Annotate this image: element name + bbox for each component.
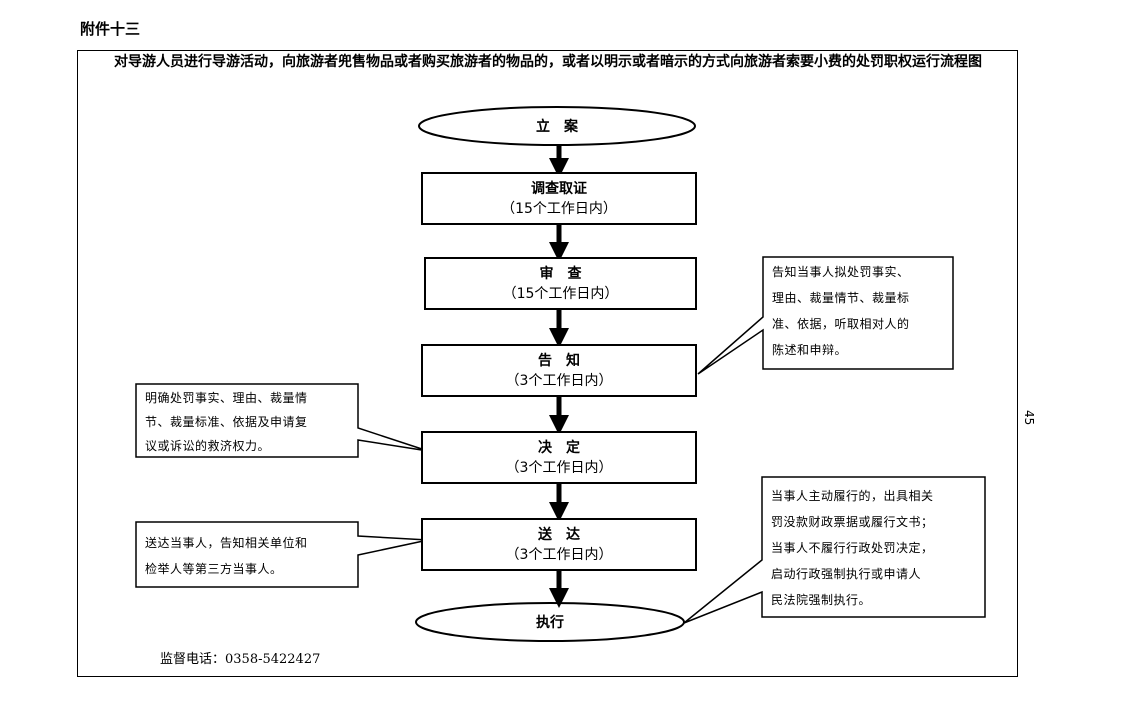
step-review: 审 查 （15个工作日内）	[424, 257, 697, 310]
step-notice-duration: （3个工作日内）	[505, 372, 613, 389]
supervision-phone: 监督电话：0358-5422427	[160, 652, 321, 667]
diagram-frame	[77, 50, 1018, 677]
callout-execution-line: 当事人不履行行政处罚决定，	[771, 541, 934, 555]
step-notice: 告 知 （3个工作日内）	[421, 344, 697, 397]
callout-execution-line: 当事人主动履行的，出具相关	[771, 489, 934, 503]
diagram-title: 对导游人员进行导游活动，向旅游者兜售物品或者购买旅游者的物品的，或者以明示或者暗…	[114, 54, 982, 70]
callout-decision-line: 明确处罚事实、理由、裁量情	[145, 391, 308, 405]
step-decision-duration: （3个工作日内）	[505, 459, 613, 476]
step-decision: 决 定 （3个工作日内）	[421, 431, 697, 484]
callout-delivery-shape	[135, 521, 429, 588]
callout-decision-line: 议或诉讼的救济权力。	[145, 439, 271, 453]
callout-execution-line: 启动行政强制执行或申请人	[771, 567, 922, 581]
callout-delivery-line: 送达当事人，告知相关单位和	[145, 536, 308, 550]
step-review-duration: （15个工作日内）	[502, 285, 619, 302]
step-investigate-name: 调查取证	[531, 180, 587, 197]
step-investigate-duration: （15个工作日内）	[501, 200, 617, 217]
callout-notice-line: 告知当事人拟处罚事实、	[772, 265, 910, 279]
callout-delivery-text: 送达当事人，告知相关单位和 检举人等第三方当事人。	[145, 530, 308, 582]
step-delivery: 送 达 （3个工作日内）	[421, 518, 697, 571]
callout-decision-shape	[135, 383, 429, 458]
end-label: 执行	[536, 615, 564, 631]
attachment-label: 附件十三	[80, 20, 141, 38]
step-investigate: 调查取证 （15个工作日内）	[421, 172, 697, 225]
callout-notice-line: 陈述和申辩。	[772, 343, 848, 357]
callout-notice-shape	[697, 256, 954, 375]
callout-execution-line: 民法院强制执行。	[771, 593, 872, 607]
callout-notice-text: 告知当事人拟处罚事实、 理由、裁量情节、裁量标 准、依据，听取相对人的 陈述和申…	[772, 259, 910, 363]
callout-delivery-line: 检举人等第三方当事人。	[145, 562, 283, 576]
step-delivery-duration: （3个工作日内）	[505, 546, 613, 563]
callout-decision-text: 明确处罚事实、理由、裁量情 节、裁量标准、依据及申请复 议或诉讼的救济权力。	[145, 386, 308, 458]
callout-notice-line: 准、依据，听取相对人的	[772, 317, 910, 331]
step-decision-name: 决 定	[538, 439, 580, 456]
step-review-name: 审 查	[539, 265, 582, 282]
callout-notice-line: 理由、裁量情节、裁量标	[772, 291, 910, 305]
callout-execution-line: 罚没款财政票据或履行文书；	[771, 515, 934, 529]
start-label: 立 案	[536, 119, 578, 135]
callout-execution-shape	[683, 476, 986, 624]
callout-decision-line: 节、裁量标准、依据及申请复	[145, 415, 308, 429]
page-number: 45	[1022, 410, 1036, 426]
step-delivery-name: 送 达	[538, 526, 580, 543]
step-notice-name: 告 知	[538, 352, 580, 369]
callout-execution-text: 当事人主动履行的，出具相关 罚没款财政票据或履行文书； 当事人不履行行政处罚决定…	[771, 483, 934, 613]
